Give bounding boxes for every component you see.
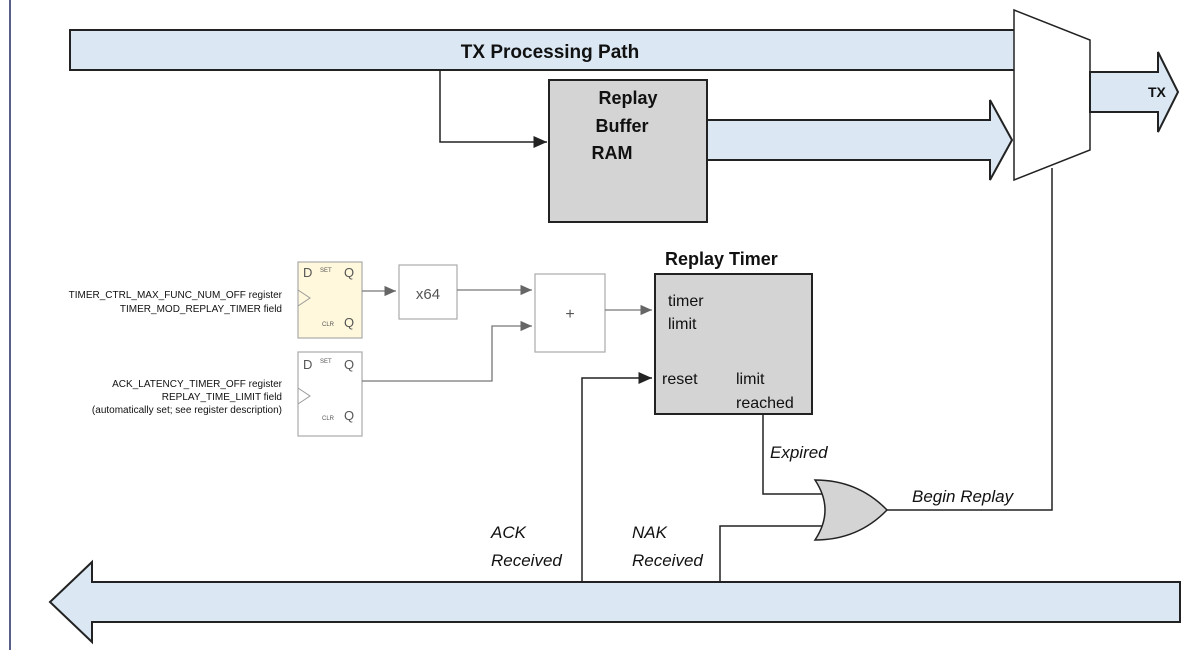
flipflop-d-label: D (303, 265, 312, 280)
timer-register-field: TIMER_MOD_REPLAY_TIMER field (120, 304, 282, 315)
flipflop2-set-label: SET (320, 359, 332, 365)
expired-wire (762, 414, 828, 495)
ack-latency-register-note: (automatically set; see register descrip… (92, 405, 282, 416)
flipflop-set-label: SET (320, 268, 332, 274)
tx-path-to-replay-buffer-wire (439, 70, 547, 148)
flipflop2-to-adder-wire (362, 320, 532, 382)
flipflop-clr-label: CLR (322, 322, 335, 328)
tx-processing-path-label: TX Processing Path (461, 42, 639, 63)
expired-label: Expired (770, 443, 828, 462)
replay-buffer-label-line3: RAM (592, 143, 633, 163)
replay-timer-title: Replay Timer (665, 249, 778, 269)
rx-bus-arrow (48, 559, 1181, 645)
replay-timer-block (654, 273, 813, 415)
nak-received-line2: Received (632, 551, 703, 570)
ack-received-line1: ACK (490, 523, 527, 542)
begin-replay-wire (887, 168, 1053, 511)
flipflop2-qbar-label: Q (344, 408, 354, 423)
flipflop-clock-triangle (297, 289, 311, 307)
flipflop2-d-label: D (303, 357, 312, 372)
reset-port-label: reset (662, 371, 698, 388)
limit-reached-port-line1: limit (736, 371, 765, 388)
timer-limit-port-line2: limit (668, 316, 697, 333)
limit-reached-port-line2: reached (736, 395, 794, 412)
replay-buffer-output-arrow (706, 99, 1014, 181)
ack-received-line2: Received (491, 551, 562, 570)
timer-limit-port-line1: timer (668, 293, 704, 310)
ack-to-reset-wire (581, 372, 652, 582)
replay-buffer-label-line1: Replay (598, 88, 657, 108)
ack-latency-register-name: ACK_LATENCY_TIMER_OFF register (112, 379, 283, 390)
nak-received-line1: NAK (632, 523, 668, 542)
flipflop2-q-label: Q (344, 357, 354, 372)
ack-latency-register-flipflop (297, 351, 363, 437)
flipflop2-clock-triangle (297, 387, 311, 405)
ack-latency-register-field: REPLAY_TIME_LIMIT field (162, 392, 282, 403)
nak-to-or-gate-wire (719, 525, 828, 582)
tx-output-label: TX (1148, 84, 1167, 100)
or-gate (813, 479, 889, 541)
timer-register-flipflop (297, 261, 363, 339)
x64-multiplier-block (398, 264, 458, 320)
timer-register-name: TIMER_CTRL_MAX_FUNC_NUM_OFF register (69, 290, 283, 301)
begin-replay-label: Begin Replay (912, 487, 1015, 506)
flipflop-q-label: Q (344, 265, 354, 280)
replay-buffer-ram-block (548, 79, 708, 223)
tx-multiplexer (1013, 8, 1091, 182)
flipflop2-clr-label: CLR (322, 416, 335, 422)
flipflop-qbar-label: Q (344, 315, 354, 330)
tx-output-arrow (1089, 51, 1180, 133)
replay-buffer-label-line2: Buffer (596, 116, 649, 136)
x64-label: x64 (416, 286, 440, 303)
adder-label: + (565, 306, 574, 323)
adder-block (534, 273, 606, 353)
